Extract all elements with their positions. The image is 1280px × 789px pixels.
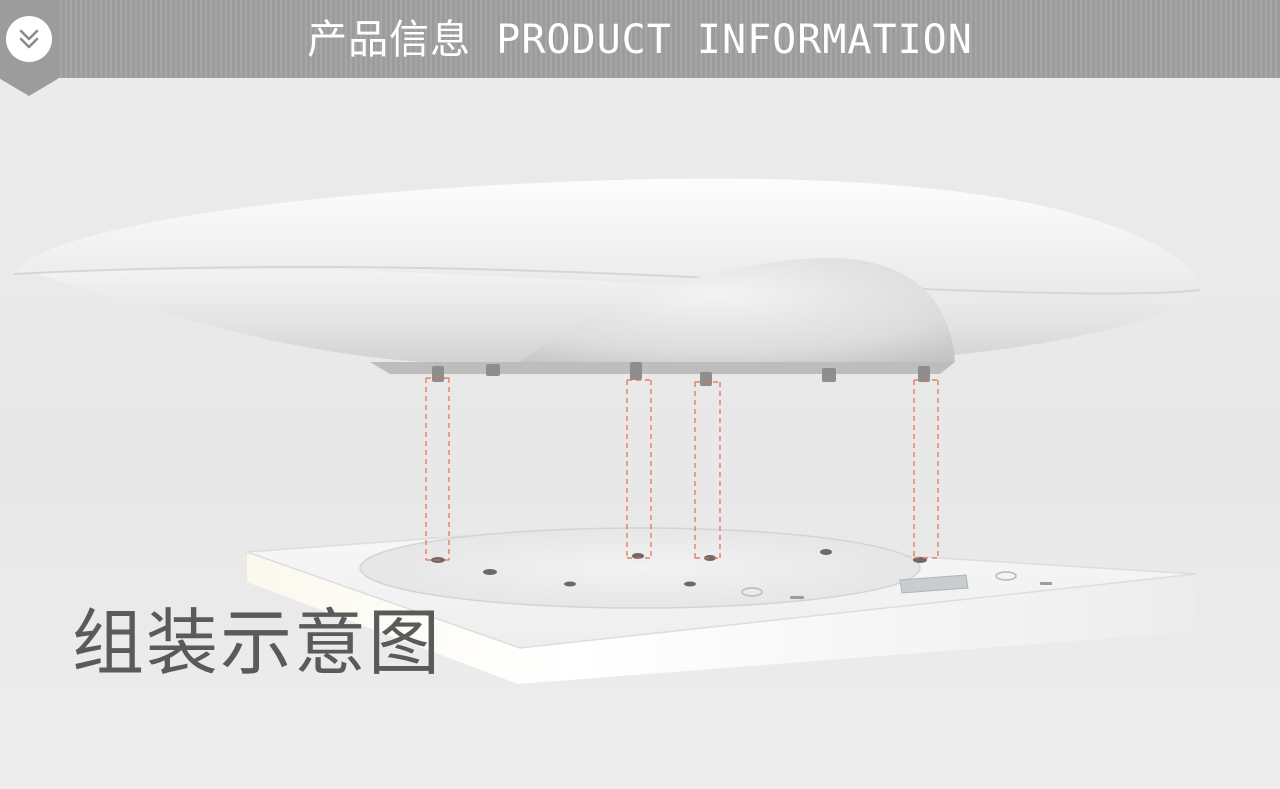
peg xyxy=(822,368,836,382)
display-window xyxy=(899,574,969,594)
tray-mount-plate xyxy=(370,362,955,374)
header-banner xyxy=(0,0,1280,78)
weighing-tray xyxy=(12,178,1201,386)
peg xyxy=(630,362,642,380)
page-title: 产品信息 PRODUCT INFORMATION xyxy=(307,17,973,63)
base-platform xyxy=(359,527,921,609)
peg xyxy=(486,364,500,376)
double-chevron-down-icon xyxy=(19,29,39,49)
peg xyxy=(918,366,930,382)
peg xyxy=(432,366,444,382)
peg xyxy=(700,372,712,386)
tray-dome xyxy=(520,257,955,362)
assembly-diagram-caption: 组装示意图 xyxy=(72,601,443,685)
header-tab xyxy=(0,0,58,96)
assembly-guide-lines xyxy=(425,377,939,561)
header-badge xyxy=(6,16,52,62)
base-side xyxy=(247,552,1200,684)
base-buttons xyxy=(741,571,1017,597)
